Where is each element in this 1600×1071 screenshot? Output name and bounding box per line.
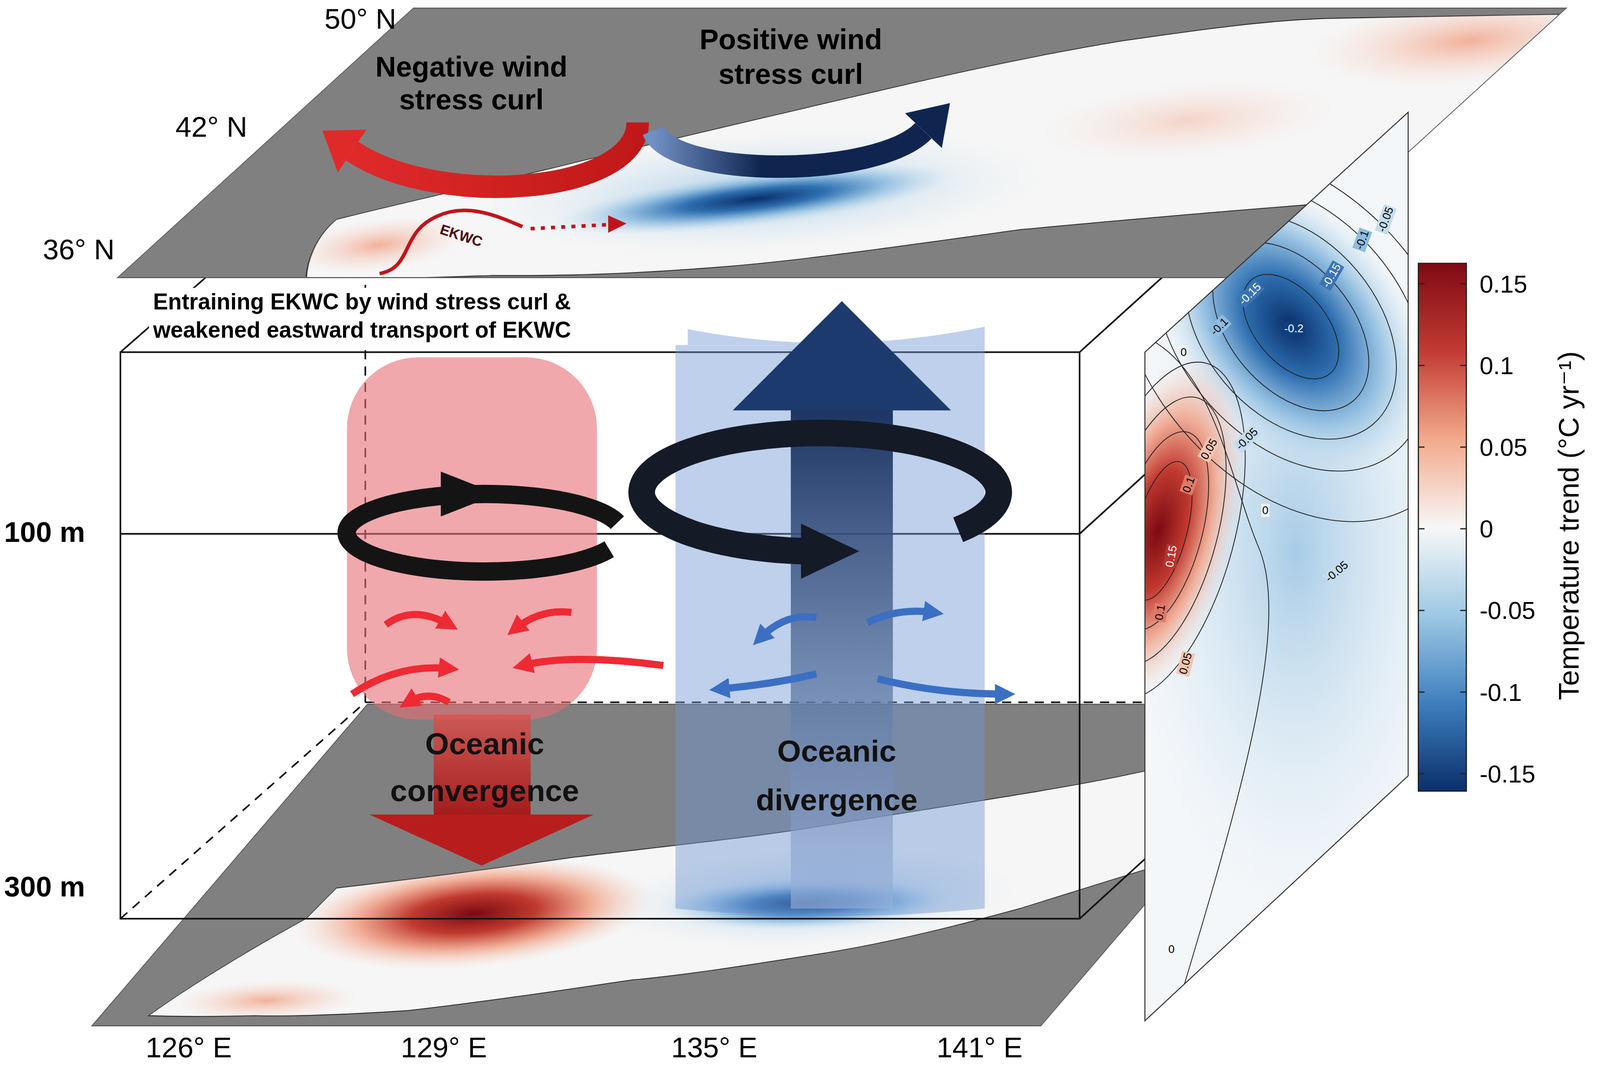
longitude-label: 126° E <box>145 1030 232 1066</box>
warming-area <box>266 216 493 274</box>
arrow-head <box>732 301 951 411</box>
contour-label: 0 <box>1167 942 1176 956</box>
flow-arrow <box>760 616 817 638</box>
contour-line <box>1045 343 1278 718</box>
upwelling-column <box>675 326 985 916</box>
flow-arrows <box>719 610 1006 694</box>
tick <box>1418 282 1425 285</box>
colorbar <box>1418 263 1467 791</box>
curl-arrow <box>652 130 924 167</box>
tick <box>1460 609 1467 611</box>
contour-label: 0 <box>1179 345 1188 359</box>
tick <box>1460 528 1467 530</box>
flow-arrow <box>515 611 572 629</box>
contour-line <box>1071 383 1252 679</box>
latitude-label: 50° N <box>324 1 397 37</box>
downwelling-column <box>347 357 598 720</box>
box-edge <box>120 702 366 919</box>
rotation-ring <box>346 493 618 572</box>
depth-label: 300 m <box>4 869 86 904</box>
contour-label: -0.2 <box>1283 322 1305 336</box>
process-label: Oceanic divergence <box>714 726 960 825</box>
upwelling-arrow <box>790 408 893 909</box>
contours <box>1045 84 1535 1021</box>
tick <box>1460 772 1467 775</box>
warming-core <box>1037 338 1278 724</box>
flow-arrow <box>867 610 934 623</box>
arrow-head <box>441 471 498 517</box>
colorbar-tick: -0.05 <box>1479 595 1536 626</box>
contour-line <box>1144 336 1269 1021</box>
arrow-head <box>369 814 595 866</box>
contour-label: 0 <box>1261 503 1270 517</box>
flow-arrow <box>352 667 450 694</box>
warming-area <box>1000 79 1376 162</box>
longitude-label: 135° E <box>671 1030 758 1066</box>
colorbar-tick: -0.1 <box>1479 676 1523 707</box>
tick <box>1460 282 1467 285</box>
tick <box>1418 446 1425 448</box>
mechanism-note: Entraining EKWC by wind stress curl & we… <box>148 287 688 345</box>
current-path <box>379 210 523 274</box>
arrow-head <box>800 523 860 579</box>
tick <box>1460 446 1467 448</box>
flow-arrow <box>877 678 1006 694</box>
tick <box>1418 772 1425 775</box>
colorbar-tick: 0.1 <box>1479 350 1514 380</box>
arrow-head <box>322 129 367 173</box>
flow-arrow <box>522 659 664 666</box>
tick <box>1460 364 1467 367</box>
arrow-head <box>905 102 951 149</box>
tick <box>1460 691 1467 693</box>
warming-core <box>252 856 696 970</box>
tick <box>1418 364 1425 367</box>
curl-label: Negative wind stress curl <box>343 51 600 117</box>
colorbar-tick: 0.15 <box>1479 268 1528 299</box>
arrow-head <box>608 215 627 233</box>
flow-arrow <box>719 673 817 689</box>
tick <box>1418 609 1425 611</box>
current-path <box>530 224 611 229</box>
latitude-label: 42° N <box>175 110 248 145</box>
contour-line <box>1224 256 1358 397</box>
colorbar-tick: 0.05 <box>1479 432 1528 462</box>
latitude-label: 36° N <box>42 232 115 268</box>
curl-arrow <box>352 122 638 187</box>
flow-arrows <box>352 611 664 703</box>
contour-line <box>1095 421 1227 640</box>
flow-arrow <box>385 614 450 625</box>
curl-label: Positive wind stress curl <box>658 22 924 92</box>
depth-label: 100 m <box>4 515 86 550</box>
longitude-label: 129° E <box>400 1030 488 1066</box>
tick <box>1418 528 1425 530</box>
contour-line <box>1117 455 1205 607</box>
colorbar-ticks <box>1418 283 1467 774</box>
warming-area <box>157 979 377 1021</box>
section-panel <box>1037 84 1535 1021</box>
colorbar-title: Temperature trend (°C yr⁻¹) <box>1552 351 1587 701</box>
colorbar-tick: -0.15 <box>1479 758 1536 789</box>
flow-arrow <box>408 696 450 703</box>
colorbar-tick: 0 <box>1479 513 1494 544</box>
colorbar-ramp <box>1418 263 1467 791</box>
tick <box>1418 691 1425 693</box>
process-label: Oceanic convergence <box>352 720 618 815</box>
panel-frame <box>1144 112 1409 1021</box>
warming-area <box>1265 8 1567 87</box>
contour-line <box>1181 212 1400 441</box>
longitude-label: 141° E <box>936 1030 1023 1066</box>
